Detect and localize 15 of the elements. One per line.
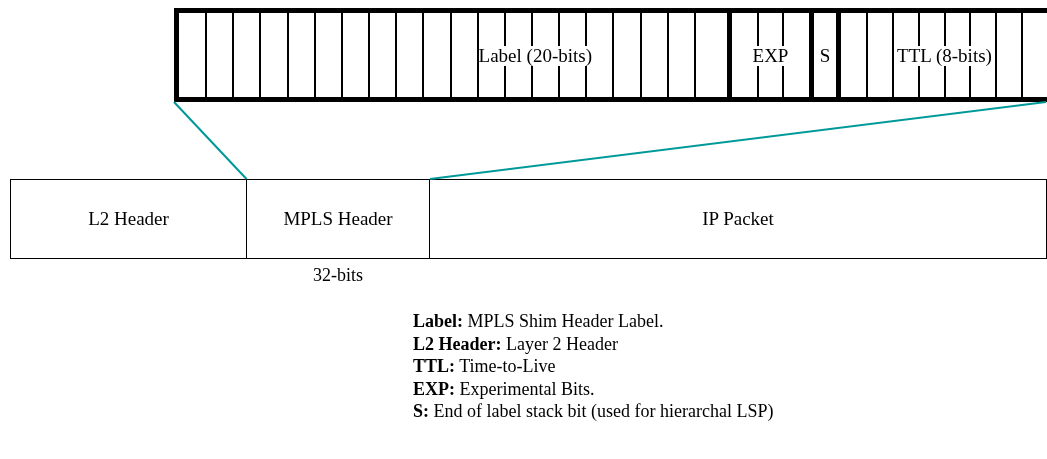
header-field (429, 179, 1047, 259)
definition-note: L2 Header: Layer 2 Header (413, 333, 618, 355)
header-field (246, 179, 430, 259)
leader-line (173, 101, 248, 180)
field-name: EXP (752, 45, 789, 67)
size-label: 32-bits (312, 265, 364, 286)
field-name: Label (20-bits) (478, 45, 592, 67)
field-name: TTL (8-bits) (897, 45, 992, 67)
header-field (10, 179, 247, 259)
definition-note: S: End of label stack bit (used for hierarchal LSP) (413, 401, 774, 422)
definition-note: EXP: Experimental Bits. (413, 378, 595, 400)
header-bit-field (174, 8, 1047, 102)
definition-note: TTL: Time-to-Live (413, 356, 556, 377)
leader-line (429, 101, 1047, 180)
definition-note: Label: MPLS Shim Header Label. (413, 311, 664, 332)
